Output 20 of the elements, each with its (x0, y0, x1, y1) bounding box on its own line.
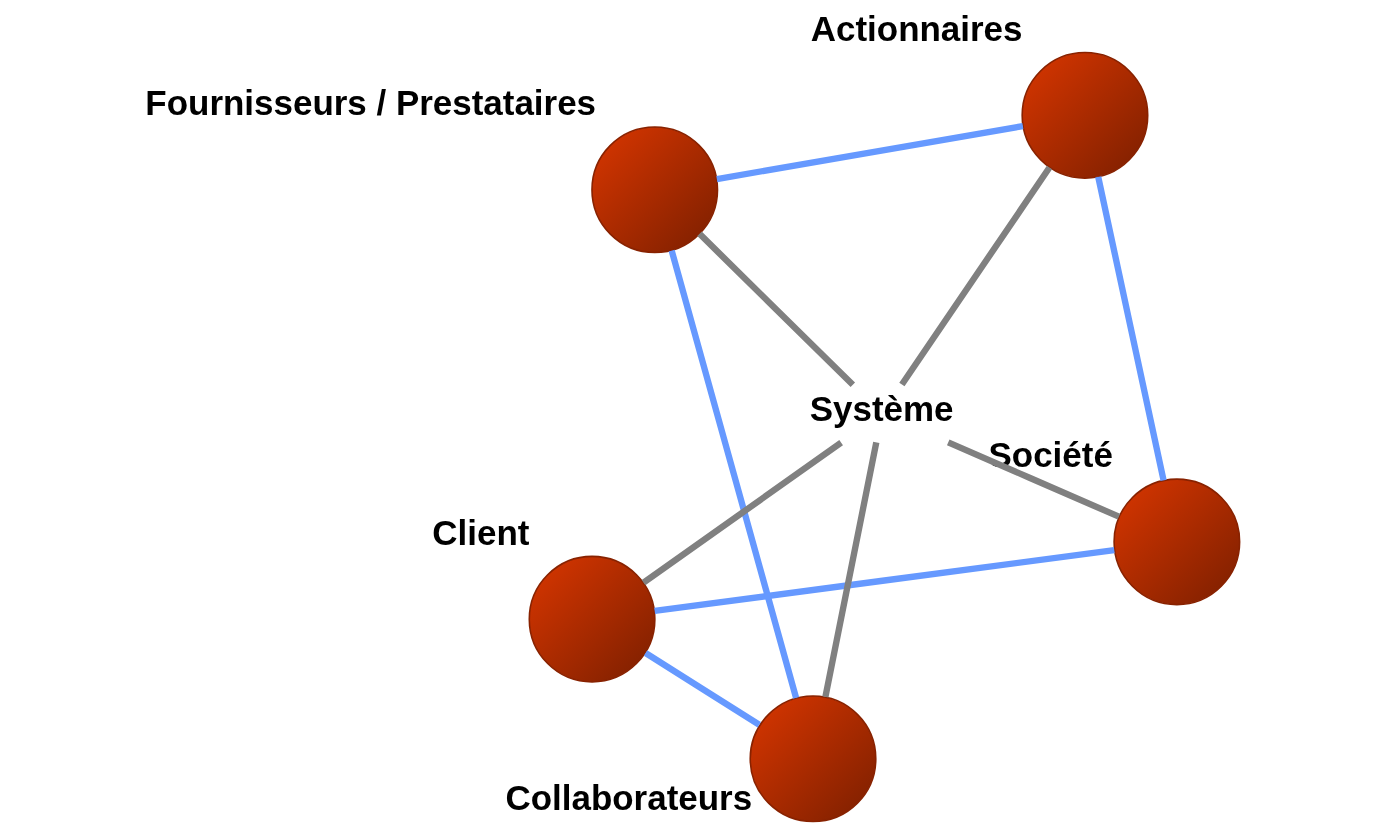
connector (653, 547, 1115, 615)
connector (696, 231, 855, 388)
connector (898, 165, 1052, 387)
node-label: Client (431, 512, 529, 552)
node-label: Société (988, 435, 1113, 475)
connector (643, 650, 761, 728)
connector (641, 440, 843, 586)
connector (821, 441, 879, 698)
connector (1094, 176, 1167, 481)
node-circle (528, 555, 656, 683)
node-circle (1020, 51, 1149, 179)
connector (715, 122, 1023, 183)
connector (946, 439, 1120, 520)
node-label: Collaborateurs (504, 777, 752, 817)
node-circle (1112, 478, 1240, 606)
node-label: Fournisseurs / Prestataires (144, 83, 596, 123)
node-label: Actionnaires (810, 8, 1023, 48)
node-text: Système (809, 388, 954, 428)
node-circle (590, 126, 718, 254)
connector (668, 249, 799, 699)
